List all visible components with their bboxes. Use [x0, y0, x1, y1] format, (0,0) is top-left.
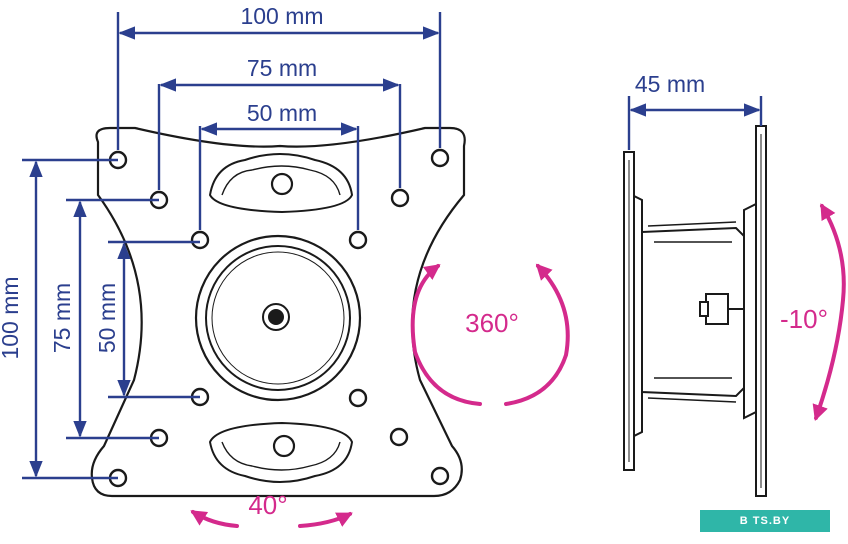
swivel-40-label: 40°: [248, 490, 287, 520]
hole-75-top-right: [390, 188, 410, 208]
swivel-40-arrows: [190, 510, 353, 528]
dimension-lines-vertical: [22, 158, 200, 480]
dim-label-h-100: 100 mm: [240, 3, 323, 29]
dim-label-v-75: 75 mm: [49, 283, 75, 353]
tilt-label: -10°: [780, 304, 828, 334]
watermark-text: B TS.BY: [739, 515, 791, 527]
watermark-badge: B TS.BY: [700, 510, 830, 532]
tilt-arrow: [812, 203, 846, 422]
dim-label-h-75: 75 mm: [247, 55, 317, 81]
rotation-360-label: 360°: [465, 308, 519, 338]
mounting-holes: [108, 148, 450, 488]
dim-label-v-50: 50 mm: [94, 283, 120, 353]
hole-100-top-right: [430, 148, 450, 168]
top-hinge-plate: [208, 153, 354, 214]
side-view-mount: [623, 125, 767, 497]
hole-100-bottom-right: [430, 466, 450, 486]
hole-75-bottom-right: [389, 427, 409, 447]
dim-label-depth-45: 45 mm: [635, 71, 705, 97]
side-view-dimension: [627, 96, 763, 150]
rotation-360-arrows: [410, 263, 570, 406]
dim-label-v-100: 100 mm: [0, 276, 23, 359]
hole-50-top-left: [190, 230, 210, 250]
hole-50-top-right: [348, 230, 368, 250]
dim-label-h-50: 50 mm: [247, 100, 317, 126]
hole-50-bottom-right: [348, 388, 368, 408]
dimension-lines-horizontal: [116, 12, 442, 230]
center-rotation-disc: [194, 234, 362, 402]
bottom-hinge-plate: [208, 421, 354, 483]
